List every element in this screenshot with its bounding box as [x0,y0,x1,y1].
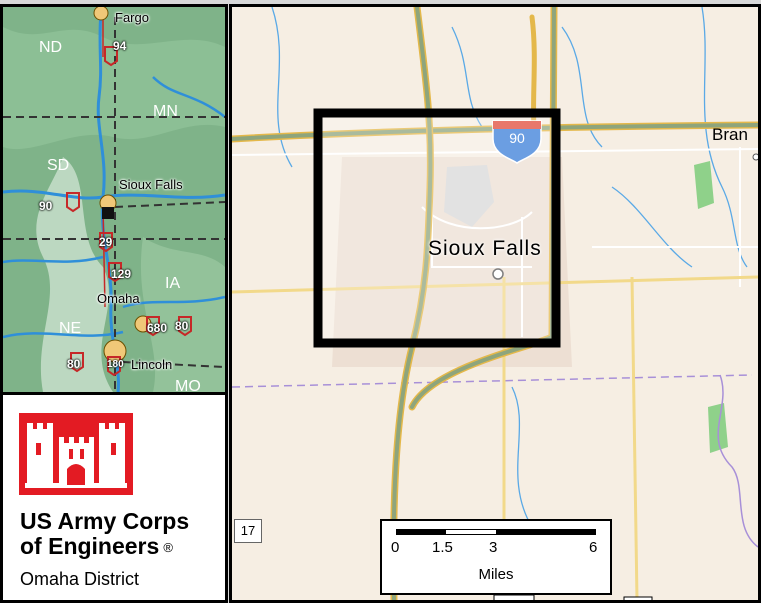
overview-map-graphic [3,7,225,392]
park-area [694,161,714,209]
interstate-shield-icon [492,120,542,164]
state-label-mn: MN [153,103,178,120]
highway-shield-17: 17 [234,519,262,543]
state-label-mo: MO [175,378,201,395]
scale-tick-0: 0 [391,539,400,556]
state-label-sd: SD [47,157,70,174]
shield-i680: 680 [147,321,168,335]
scale-bar: 0 1.5 3 6 Miles [380,519,612,595]
scale-tick-6: 6 [589,539,598,556]
registered-mark: ® [163,540,173,556]
city-label-fargo[interactable]: Fargo [115,10,149,25]
logo-panel: US Army Corps of Engineers® Omaha Distri… [0,392,228,603]
org-name-line2-text: of Engineers [20,533,160,559]
city-marker-fargo [93,7,109,21]
state-label-nd: ND [39,39,63,56]
city-point-icon [492,268,504,280]
district-name: Omaha District [20,569,140,589]
scale-unit-label: Miles [478,566,514,583]
org-name-line2: of Engineers® [20,534,173,560]
overview-map[interactable]: ND MN SD IA NE MO Fargo Sioux Falls Omah… [0,4,228,395]
state-label-ia: IA [165,275,181,292]
city-label-sioux-falls[interactable]: Sioux Falls [119,177,183,192]
shield-i180: 180 [107,359,124,370]
castle-logo-icon [19,413,133,495]
shield-i129: 129 [111,267,132,281]
shield-i80-west: 80 [67,357,81,371]
current-location-icon [102,207,114,219]
city-label-omaha[interactable]: Omaha [97,291,140,306]
scale-bar-graphic [396,529,596,535]
state-label-ne: NE [59,320,82,337]
shield-i90: 90 [39,199,53,213]
city-label-sioux-falls-main[interactable]: Sioux Falls [428,237,542,260]
interstate-shield-label: 90 [509,130,525,146]
scale-tick-1-5: 1.5 [432,539,453,556]
scale-tick-3: 3 [489,539,498,556]
org-name-line1: US Army Corps [20,508,190,534]
main-map[interactable]: 90 Sioux Falls Bran 17 0 1.5 3 6 Miles [229,4,761,603]
main-map-graphic [232,7,758,600]
city-point-icon [752,153,758,161]
city-label-lincoln[interactable]: Lincoln [131,357,173,372]
city-label-brandon-partial: Bran [712,125,748,144]
shield-i94: 94 [113,39,127,53]
selection-box[interactable] [313,108,561,348]
shield-i29: 29 [99,235,113,249]
shield-i80-east: 80 [175,319,189,333]
